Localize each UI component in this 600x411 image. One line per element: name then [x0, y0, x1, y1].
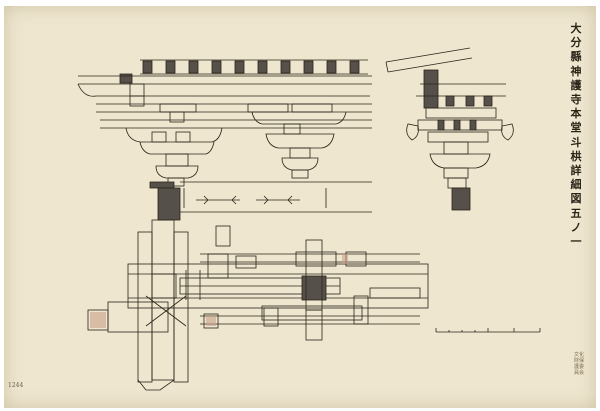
- scale-bar: [435, 328, 541, 333]
- corner-note: 1244: [8, 382, 24, 389]
- drawing-title: 大分縣神護寺本堂斗栱詳細図 五ノ一: [566, 22, 586, 249]
- lower-plan: [87, 219, 429, 391]
- paper-background: [4, 6, 596, 408]
- left-elevation: [77, 59, 372, 221]
- seal-stamp: 文化財保護委員会: [574, 352, 585, 376]
- right-section: [385, 47, 514, 211]
- sheet-number: 五ノ一: [570, 206, 582, 249]
- title-text: 大分縣神護寺本堂斗栱詳細図: [570, 22, 582, 206]
